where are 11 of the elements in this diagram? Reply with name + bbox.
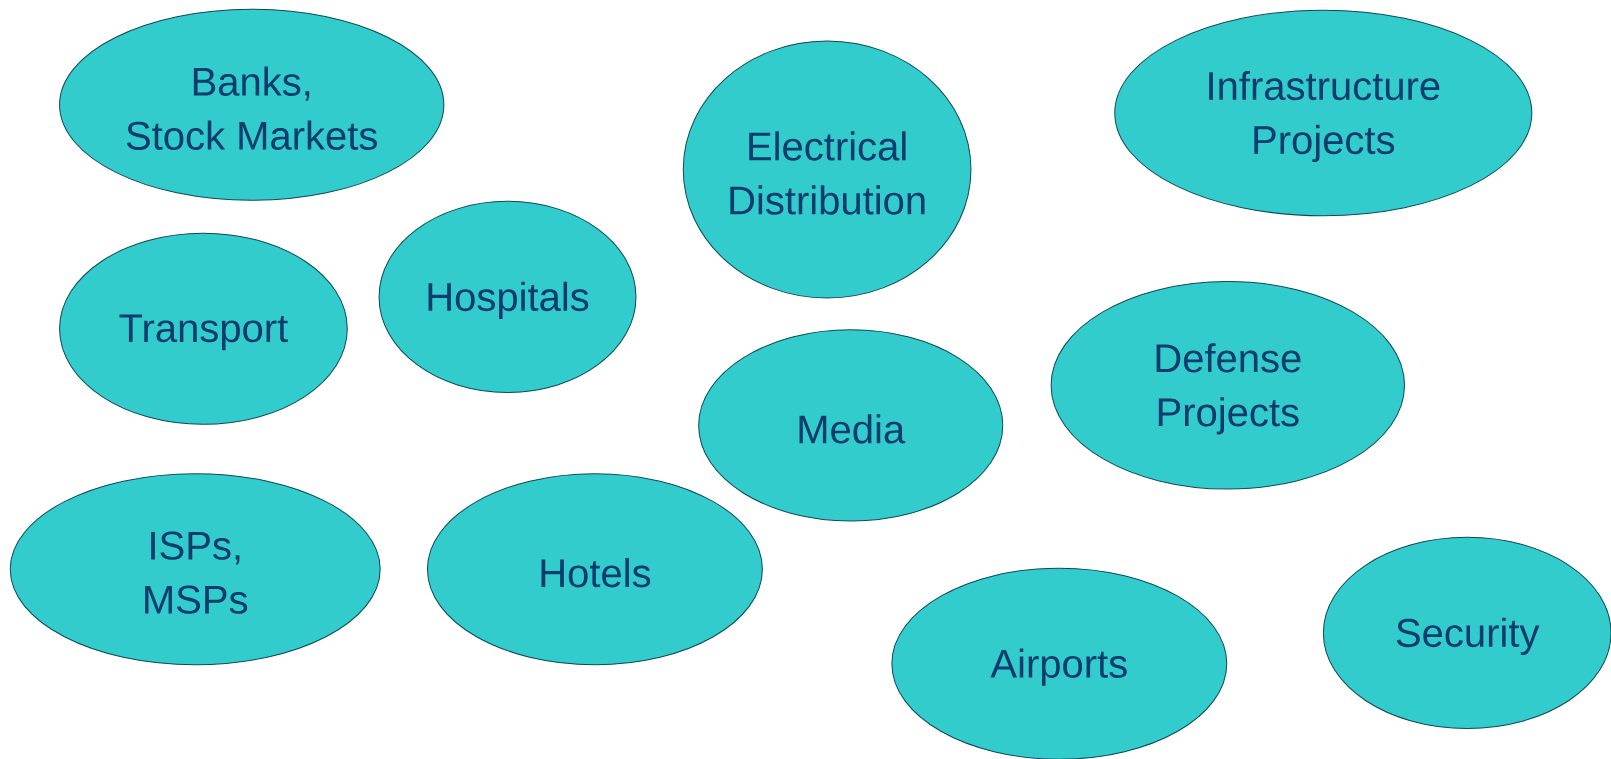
ellipse-node: Infrastructure Projects	[1114, 9, 1533, 217]
ellipse-node: Hotels	[426, 473, 763, 666]
ellipse-node: Airports	[891, 567, 1228, 759]
ellipse-node: Hospitals	[378, 200, 637, 393]
ellipse-node: Media	[698, 329, 1004, 522]
ellipse-node: ISPs, MSPs	[9, 473, 381, 666]
ellipse-node: Transport	[59, 232, 348, 425]
ellipse-node: Security	[1322, 536, 1611, 729]
ellipse-node: Defense Projects	[1050, 281, 1405, 490]
ellipse-node: Electrical Distribution	[682, 40, 972, 299]
ellipse-node: Banks, Stock Markets	[59, 8, 445, 201]
